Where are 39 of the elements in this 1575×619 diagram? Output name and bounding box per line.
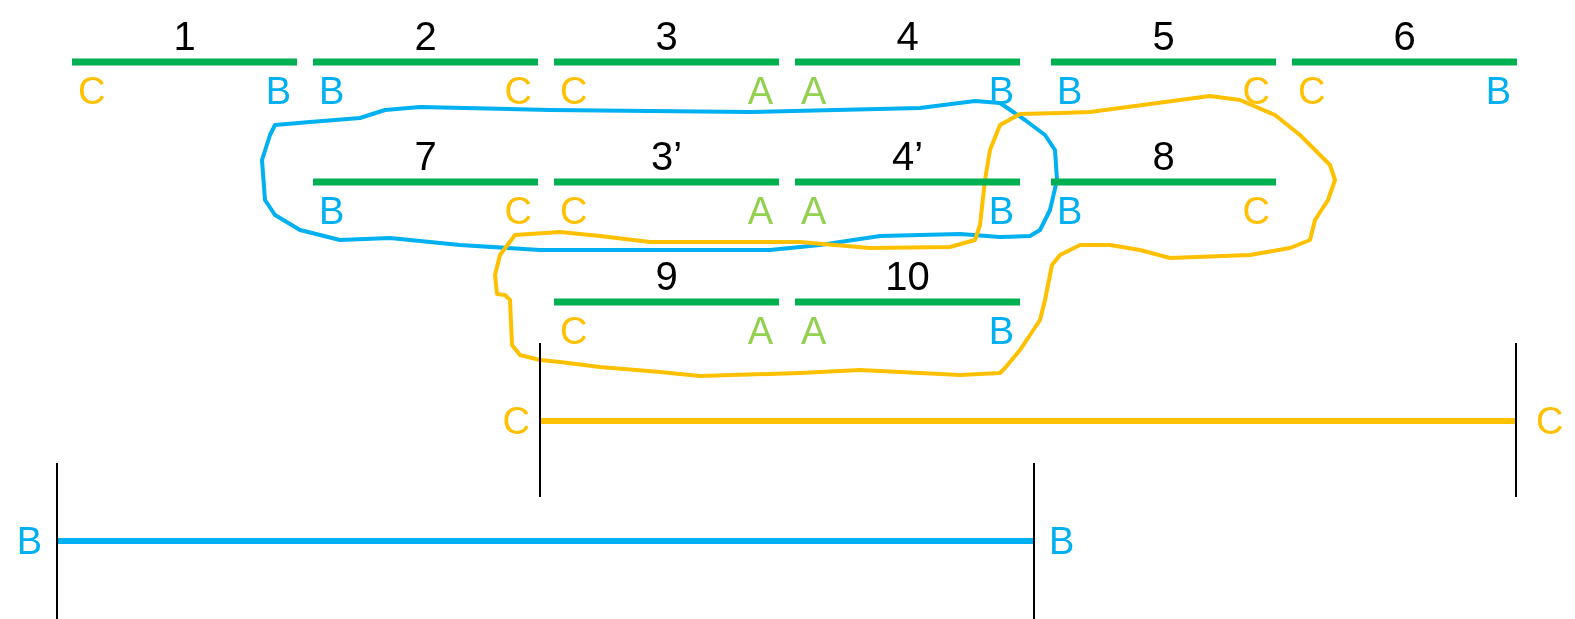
end-label: C (78, 72, 106, 110)
segment-number: 2 (414, 16, 437, 56)
end-label: B (988, 312, 1014, 350)
end-label: B (1485, 72, 1511, 110)
end-label: B (16, 522, 42, 560)
segment-number: 3’ (650, 136, 683, 176)
segment-number: 6 (1393, 16, 1416, 56)
end-label: C (560, 72, 588, 110)
segment-number: 9 (655, 256, 678, 296)
end-label: C (1536, 402, 1564, 440)
end-label: A (801, 192, 827, 230)
segment-number: 4 (896, 16, 919, 56)
end-label: B (319, 72, 345, 110)
segment-number: 4’ (891, 136, 924, 176)
segment-number: 5 (1152, 16, 1175, 56)
end-label: C (1298, 72, 1326, 110)
end-label: A (747, 72, 773, 110)
end-label: C (502, 402, 530, 440)
segment-number: 7 (414, 136, 437, 176)
end-label: A (747, 192, 773, 230)
end-label: B (988, 192, 1014, 230)
segment-number: 8 (1152, 136, 1175, 176)
end-label: B (265, 72, 291, 110)
end-label: C (560, 312, 588, 350)
end-label: A (801, 72, 827, 110)
end-label: B (1057, 192, 1083, 230)
end-label: C (560, 192, 588, 230)
end-label: B (1049, 522, 1075, 560)
segment-number: 1 (173, 16, 196, 56)
end-label: C (504, 192, 532, 230)
end-label: C (504, 72, 532, 110)
end-label: A (747, 312, 773, 350)
end-label: C (1242, 192, 1270, 230)
end-label: A (801, 312, 827, 350)
end-label: B (1057, 72, 1083, 110)
end-label: B (319, 192, 345, 230)
segment-number: 3 (655, 16, 678, 56)
end-label: C (1242, 72, 1270, 110)
segment-number: 10 (885, 256, 930, 296)
